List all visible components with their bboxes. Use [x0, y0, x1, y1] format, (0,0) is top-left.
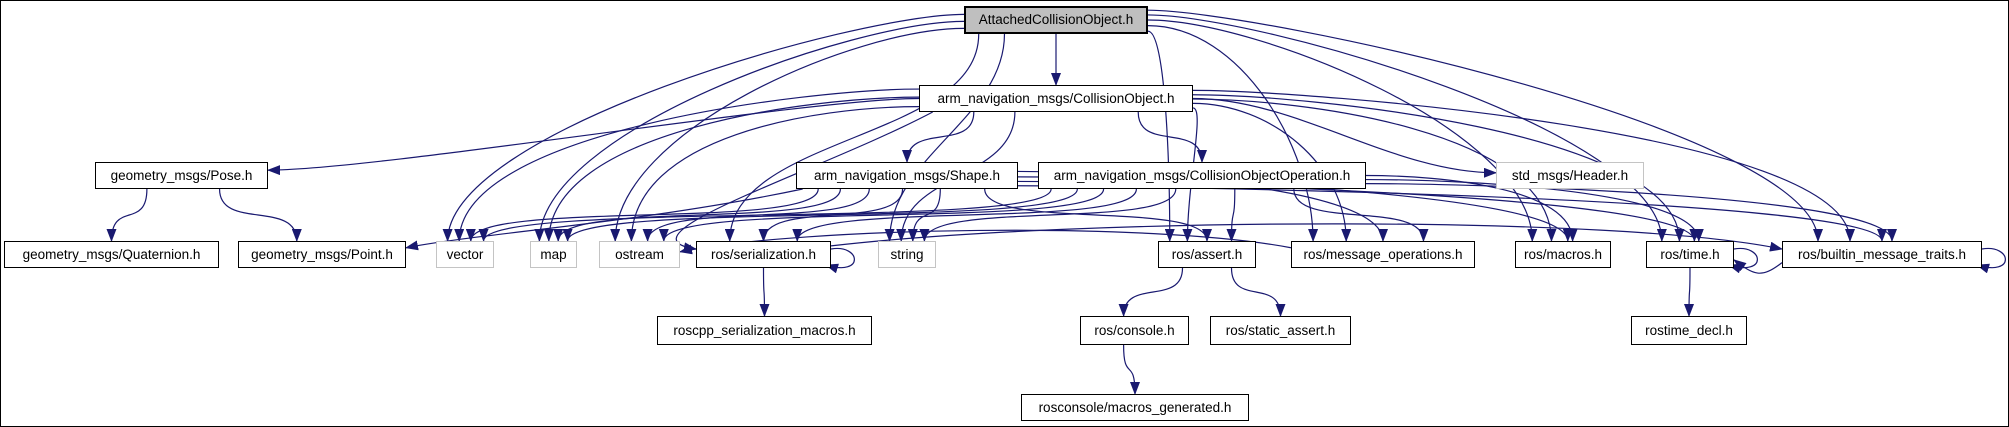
- edge-console-rosconsole_macros: [1123, 344, 1140, 395]
- edge-collision_object-operation: [1137, 111, 1207, 163]
- node-collision_object[interactable]: arm_navigation_msgs/CollisionObject.h: [919, 85, 1193, 112]
- edge-operation-ostream: [658, 188, 1105, 242]
- edge-shape-vector: [465, 188, 819, 242]
- node-builtin[interactable]: ros/builtin_message_traits.h: [1782, 241, 1982, 268]
- edge-time-rostime_decl: [1684, 267, 1695, 317]
- node-shape[interactable]: arm_navigation_msgs/Shape.h: [796, 162, 1018, 189]
- edge-collision_object-shape: [902, 111, 975, 163]
- node-point[interactable]: geometry_msgs/Point.h: [238, 241, 406, 268]
- edge-attached-map: [534, 20, 965, 242]
- edge-pose-quaternion: [106, 188, 148, 242]
- node-attached: AttachedCollisionObject.h: [964, 6, 1148, 34]
- edge-assert-console: [1118, 267, 1184, 317]
- edge-serialization-roscpp_macros: [759, 267, 770, 317]
- edge-collision_object-macros: [1192, 98, 1557, 242]
- edge-shape-string: [907, 188, 941, 242]
- edge-shape-point: [405, 188, 803, 251]
- edge-collision_object-ostream: [626, 106, 920, 242]
- edge-operation-time: [1365, 178, 1704, 242]
- edge-serialization-builtin: [830, 223, 1783, 252]
- node-roscpp_macros[interactable]: roscpp_serialization_macros.h: [657, 316, 872, 345]
- edge-collision_object-vector: [454, 88, 920, 242]
- edge-shape-assert: [984, 188, 1212, 242]
- edge-attached-macros: [1147, 19, 1538, 242]
- node-vector: vector: [436, 241, 494, 268]
- node-rosconsole_macros[interactable]: rosconsole/macros_generated.h: [1021, 394, 1249, 421]
- edge-collision_object-map: [543, 96, 920, 242]
- node-quaternion[interactable]: geometry_msgs/Quaternion.h: [4, 241, 219, 268]
- edge-builtin-time: [1733, 259, 1783, 274]
- node-time[interactable]: ros/time.h: [1646, 241, 1734, 268]
- edge-operation-map: [562, 188, 1078, 242]
- node-map: map: [530, 241, 577, 268]
- edge-builtin-builtin: [1976, 247, 2006, 274]
- edge-attached-time: [1147, 14, 1667, 242]
- edge-collision_object-header: [1192, 97, 1497, 178]
- edge-attached-builtin: [1147, 9, 1823, 242]
- edge-attached-vector: [442, 13, 965, 242]
- edge-collision_object-assert: [1182, 107, 1198, 242]
- node-header: std_msgs/Header.h: [1496, 162, 1644, 189]
- node-rostime_decl[interactable]: rostime_decl.h: [1631, 316, 1747, 345]
- edge-operation-serialization: [792, 188, 1137, 242]
- edge-assert-static_assert: [1230, 267, 1286, 317]
- edge-shape-map: [553, 188, 841, 242]
- node-macros[interactable]: ros/macros.h: [1515, 241, 1611, 268]
- edge-operation-string: [919, 188, 1177, 242]
- edge-attached-string: [884, 33, 1006, 242]
- node-ostream: ostream: [599, 241, 680, 268]
- node-pose[interactable]: geometry_msgs/Pose.h: [95, 162, 268, 189]
- edge-attached-serialization: [724, 33, 980, 242]
- edge-pose-point: [218, 188, 302, 242]
- node-string: string: [878, 241, 936, 268]
- node-message_operations[interactable]: ros/message_operations.h: [1291, 241, 1475, 268]
- edge-operation-assert: [1226, 188, 1237, 242]
- edge-operation-builtin: [1365, 183, 1897, 242]
- edge-attached-message_operations: [1147, 25, 1319, 242]
- node-assert[interactable]: ros/assert.h: [1158, 241, 1256, 268]
- edge-operation-vector: [478, 188, 1052, 242]
- edge-collision_object-builtin: [1192, 89, 1855, 242]
- node-console[interactable]: ros/console.h: [1080, 316, 1189, 345]
- edge-operation-message_operations: [1293, 188, 1429, 242]
- node-operation[interactable]: arm_navigation_msgs/CollisionObjectOpera…: [1038, 162, 1366, 189]
- edge-serialization-serialization: [825, 247, 855, 274]
- edge-collision_object-time: [1192, 94, 1685, 242]
- node-static_assert[interactable]: ros/static_assert.h: [1210, 316, 1351, 345]
- edge-attached-ostream: [610, 27, 965, 242]
- edge-collision_object-pose: [267, 97, 920, 176]
- node-serialization[interactable]: ros/serialization.h: [696, 241, 831, 268]
